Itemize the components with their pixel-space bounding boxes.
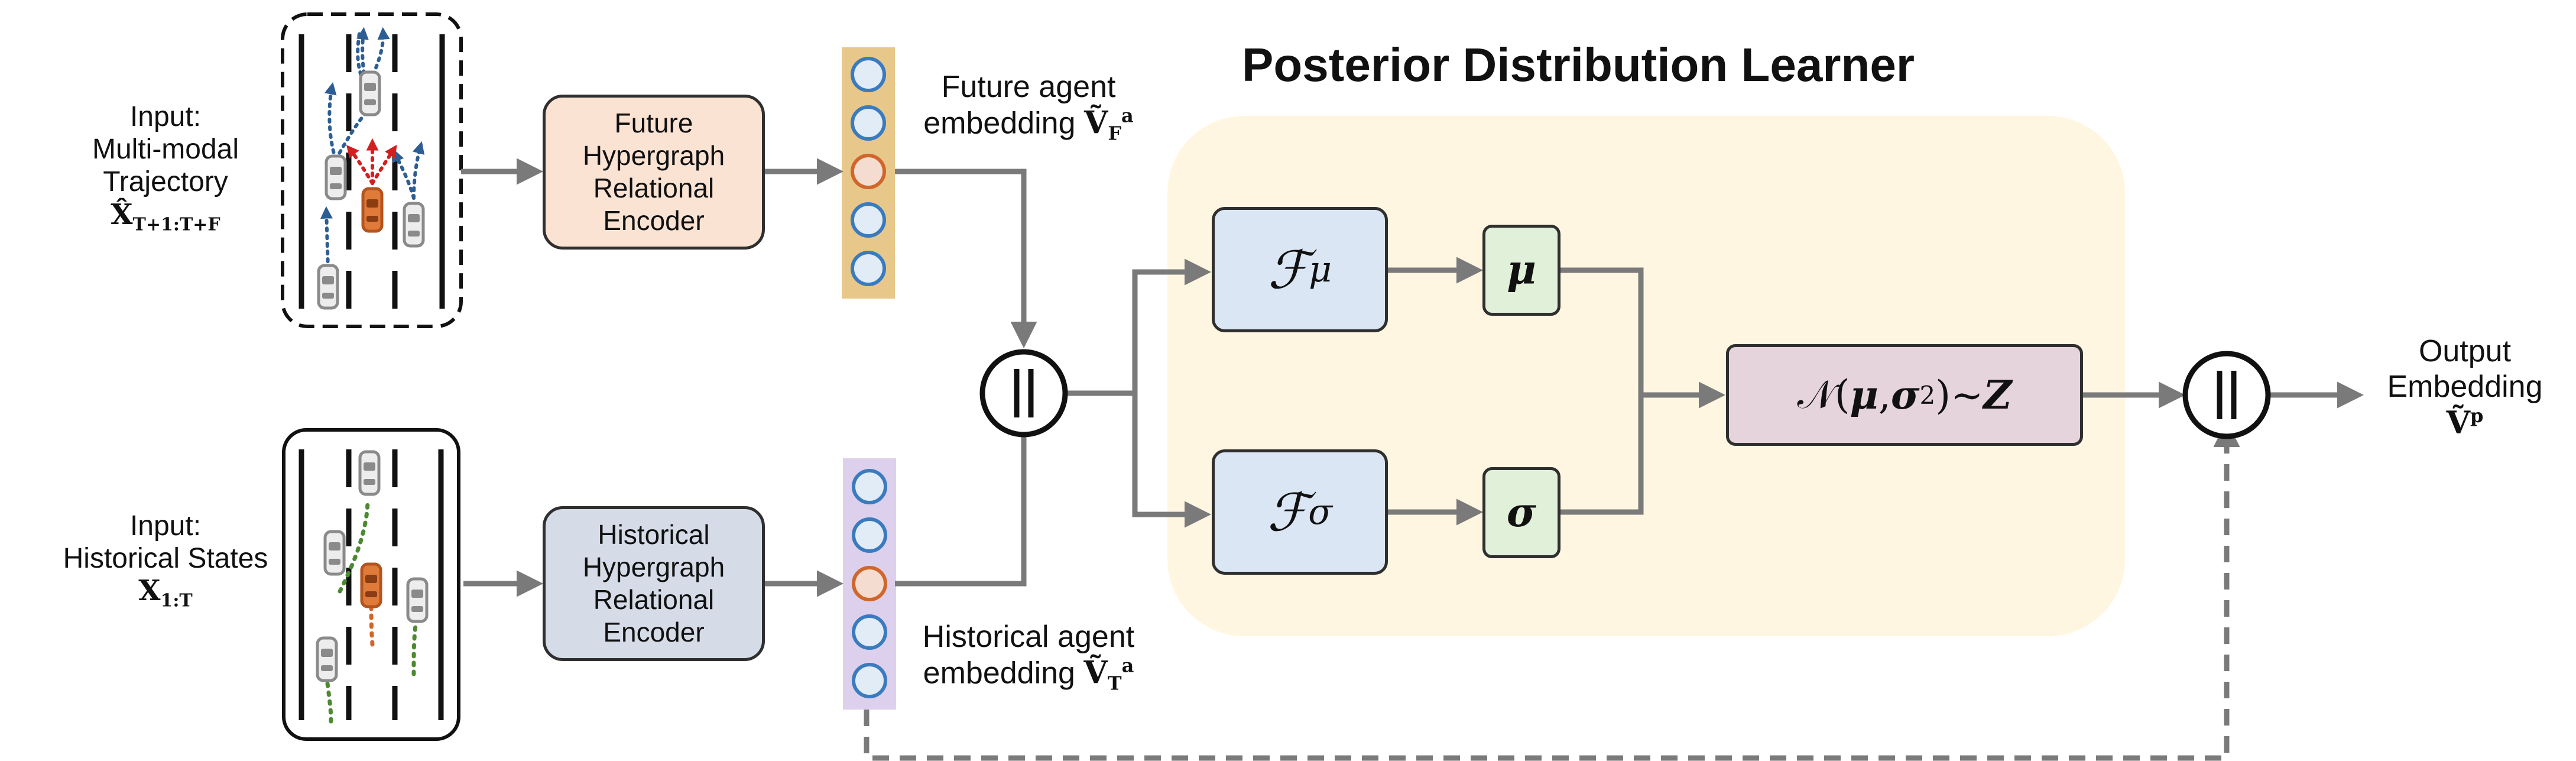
hist-encoder-line-3: Relational bbox=[593, 584, 715, 615]
sigma-box: σ bbox=[1482, 467, 1560, 558]
input-hist-symbol: X1:T bbox=[47, 575, 284, 611]
output-line-2: Embedding bbox=[2387, 369, 2543, 404]
input-hist-subscript: 1:T bbox=[160, 590, 193, 611]
future-encoder-line-2: Hypergraph bbox=[582, 140, 725, 171]
learner-title: Posterior Distribution Learner bbox=[1242, 38, 1915, 91]
mu-box: μ bbox=[1482, 225, 1560, 316]
input-future-symbol-letter: X̂ bbox=[111, 197, 133, 231]
learner-background bbox=[1167, 116, 2125, 636]
future-encoder-line-4: Encoder bbox=[603, 205, 705, 237]
hist-embedding-sub: T bbox=[1107, 672, 1122, 695]
future-embedding-symbol-letter: Ṽ bbox=[1083, 105, 1108, 141]
hist-embedding-symbol-letter: Ṽ bbox=[1083, 655, 1108, 691]
future-embedding-circles bbox=[851, 57, 886, 286]
hist-embedding-sup: a bbox=[1121, 654, 1134, 677]
normal-sigma: σ bbox=[1890, 372, 1920, 418]
output-line-1: Output bbox=[2418, 334, 2512, 368]
normal-suffix: )∼ bbox=[1935, 372, 1984, 418]
input-future-subscript: T+1:T+F bbox=[132, 214, 220, 235]
future-embedding-sub: F bbox=[1108, 122, 1122, 145]
f-sigma-symbol: ℱ bbox=[1267, 481, 1309, 543]
normal-sigma-sup: 2 bbox=[1919, 380, 1936, 410]
historical-embedding-label: Historical agent embedding ṼTa bbox=[893, 620, 1164, 694]
concat-node-2 bbox=[2182, 351, 2271, 439]
f-mu-sub: μ bbox=[1309, 249, 1332, 290]
hist-encoder-line-2: Hypergraph bbox=[582, 551, 725, 582]
input-hist-line-1: Input: bbox=[129, 510, 202, 542]
historical-encoder-box: Historical Hypergraph Relational Encoder bbox=[543, 506, 765, 661]
connector-arrows bbox=[461, 158, 2364, 597]
future-encoder-line-3: Relational bbox=[593, 173, 715, 203]
output-symbol-letter: Ṽ bbox=[2446, 404, 2470, 441]
input-future-line-2: Multi-modal bbox=[92, 134, 239, 166]
f-sigma-sub: σ bbox=[1308, 491, 1333, 533]
input-future-symbol: X̂T+1:T+F bbox=[47, 197, 284, 235]
output-sup: p bbox=[2470, 404, 2484, 427]
future-embedding-word: embedding bbox=[923, 106, 1076, 141]
future-embedding-line-2: embedding ṼFa bbox=[904, 105, 1153, 145]
hist-embedding-symbol: ṼTa bbox=[1083, 654, 1134, 694]
normal-mu: μ bbox=[1850, 372, 1879, 418]
concat-node-1 bbox=[979, 349, 1068, 438]
output-symbol: Ṽp bbox=[2358, 404, 2571, 441]
future-embedding-label: Future agent embedding ṼFa bbox=[904, 70, 1153, 144]
normal-comma: , bbox=[1878, 372, 1891, 418]
future-embedding-line-1: Future agent bbox=[941, 70, 1116, 104]
input-historical-label: Input: Historical States X1:T bbox=[47, 510, 284, 611]
normal-z: Z bbox=[1983, 372, 2012, 418]
mu-symbol: μ bbox=[1507, 247, 1536, 294]
historical-scene bbox=[282, 428, 460, 741]
future-scene bbox=[281, 12, 463, 328]
future-encoder-box: Future Hypergraph Relational Encoder bbox=[543, 95, 765, 250]
input-future-line-1: Input: bbox=[129, 101, 202, 132]
future-encoder-line-1: Future bbox=[614, 107, 693, 138]
f-mu-symbol: ℱ bbox=[1267, 239, 1309, 300]
input-hist-line-2: Historical States bbox=[63, 543, 268, 575]
future-embedding-symbol: ṼFa bbox=[1083, 104, 1134, 144]
hist-embedding-line-2: embedding ṼTa bbox=[893, 655, 1164, 695]
hist-embedding-word: embedding bbox=[923, 656, 1075, 691]
sigma-symbol: σ bbox=[1506, 489, 1537, 536]
input-future-label: Input: Multi-modal Trajectory X̂T+1:T+F bbox=[47, 101, 284, 235]
hist-encoder-line-4: Encoder bbox=[603, 617, 705, 648]
historical-embedding-circles bbox=[852, 469, 887, 698]
hist-encoder-line-1: Historical bbox=[598, 519, 710, 550]
hist-embedding-line-1: Historical agent bbox=[922, 620, 1135, 654]
normal-prefix: 𝒩( bbox=[1797, 371, 1850, 417]
input-future-line-3: Trajectory bbox=[103, 166, 228, 198]
future-embedding-sup: a bbox=[1121, 104, 1134, 127]
output-embedding-label: Output Embedding Ṽp bbox=[2358, 334, 2571, 441]
input-hist-symbol-letter: X bbox=[138, 574, 161, 608]
